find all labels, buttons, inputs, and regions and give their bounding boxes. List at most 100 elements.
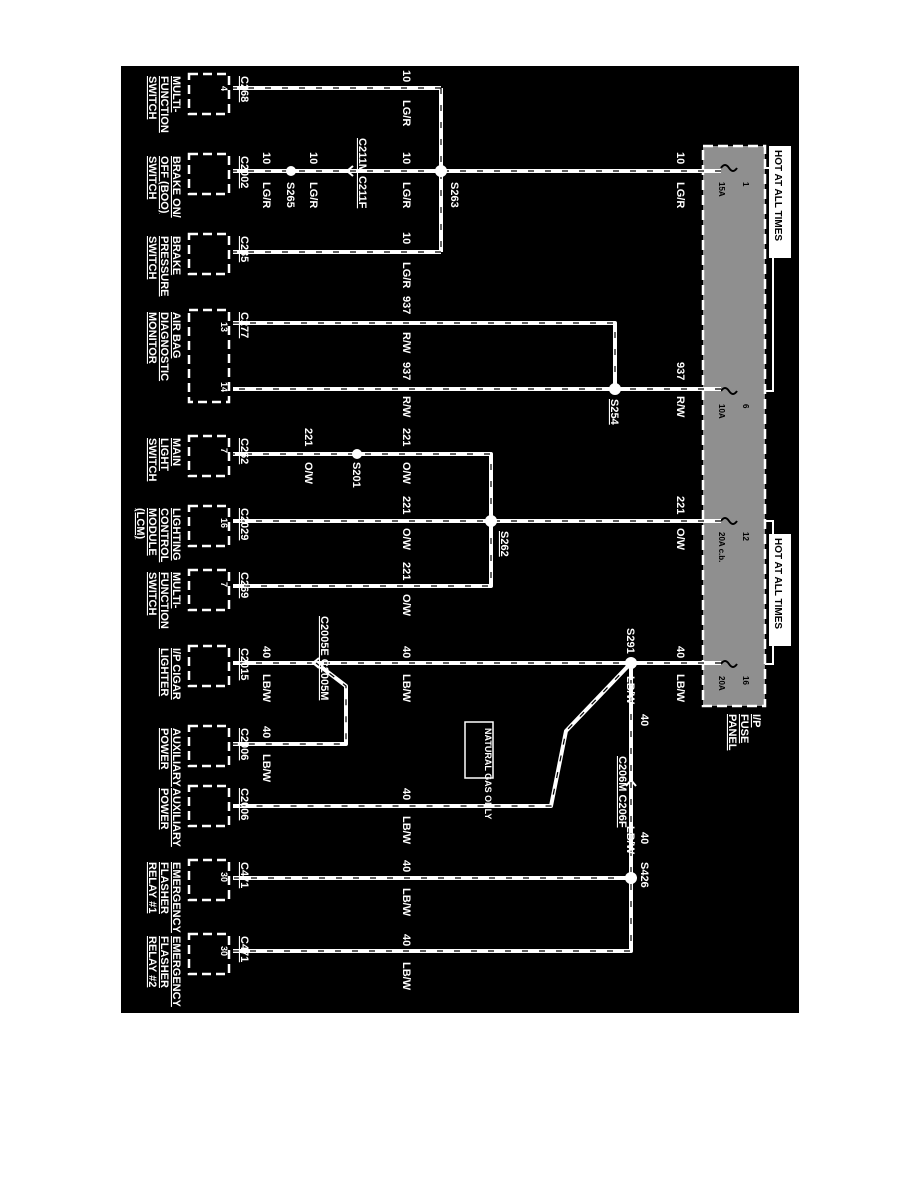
fuse-panel: 1 15A 6 10A 12 20A c.b. 16 20A HOT AT AL… [701,144,791,751]
wire-label-cig-color-b: LB/W [260,674,272,703]
component-name-abm-line3: MONITOR [146,312,158,364]
component-name-mls-line1: MAIN [170,438,182,466]
component-bps [187,232,231,276]
component-name-lcm-line1: LIGHTING [170,508,182,561]
component-name-aux2-line2: POWER [158,788,170,830]
wire-label-boo-color-c: LG/R [260,182,272,208]
component-box-boo [187,152,231,196]
wire-label-ef1-circuit: 40 [400,860,412,872]
wire-937-13 [233,321,617,389]
wire-label-f16-color: LB/W [674,674,686,703]
component-name-ef1-line1: EMERGENCY [170,862,182,934]
component-boo [187,152,231,196]
wire-label-f1-circuit: 10 [674,152,686,164]
wire-label-boo-circuit-b: 10 [307,152,319,164]
connector-c211-label: C211M C211F [356,138,368,209]
component-box-aux2 [187,784,231,828]
component-name-mfs2-line3: SWITCH [146,572,158,615]
component-name-cig-line1: I/P CIGAR [170,648,182,700]
natural-gas-only-text: NATURAL GAS ONLY [483,728,493,819]
fuse-6: 6 10A [717,387,750,419]
fuse-6-rating: 10A [717,404,726,419]
wire-label-bps-circuit: 10 [400,232,412,244]
component-name-abm-line1: AIR BAG [170,312,182,358]
component-name-bps-line3: SWITCH [146,236,158,279]
wires [233,86,721,953]
wire-40-aux2 [233,661,633,808]
component-lcm [187,504,231,548]
wire-label-lcm-circuit: 221 [400,496,412,514]
splice-s426-label: S426 [638,862,650,888]
wire-label-mls-color-a: O/W [400,462,412,485]
pin-label-lcm: 16 [219,518,229,528]
component-name-mfs1-line1: MULTI- [170,76,182,113]
wire-label-lcm-color: O/W [400,528,412,551]
wire-label-f16-circuit: 40 [674,646,686,658]
connector-label-mls: C262 [238,438,250,464]
component-box-ef2 [187,932,231,976]
wire-label-mls-color-b: O/W [302,462,314,485]
connector-label-aux2: C2006 [238,788,250,820]
component-name-mfs1-line3: SWITCH [146,76,158,119]
splice-s265-label: S265 [284,182,296,208]
component-name-mfs2-line1: MULTI- [170,572,182,609]
wire-label-cig-color-a: LB/W [400,674,412,703]
component-name-boo-line2: OFF (BOO) [158,156,170,214]
hot-at-all-times-box-a [769,146,791,258]
component-name-lcm-line4: (LCM) [134,508,146,539]
component-aux1 [187,724,231,768]
connector-label-ef2: C471 [238,936,250,962]
wire-label-bps-color: LG/R [400,262,412,288]
component-box-bps [187,232,231,276]
component-box-aux1 [187,724,231,768]
component-name-aux1-line2: POWER [158,728,170,770]
wire-label-mfs-color: LG/R [400,100,412,126]
fuse-1-rating: 15A [717,182,726,197]
splice-s254-label: S254 [608,399,620,426]
component-name-ef1-line2: FLASHER [158,862,170,914]
component-mfs2 [187,568,231,612]
splice-s254 [609,383,621,395]
connector-c2005-label: C2005E C2005M [318,616,330,700]
hot-at-all-times-box-b [769,534,791,646]
hot-at-all-times-label-a: HOT AT ALL TIMES [772,150,783,241]
component-box-mfs1 [187,72,231,116]
fuse-12-number: 12 [741,532,750,541]
wire-label-abm-circuit-14: 937 [400,362,412,380]
splice-s263-label: S263 [448,182,460,208]
pin2-label-abm: 14 [219,382,229,392]
pin-label-abm: 13 [219,322,229,332]
wire-40-ef-bus [233,663,633,953]
wire-label-ef1-color: LB/W [400,888,412,917]
component-name-lcm-line3: MODULE [146,508,158,556]
wiring-diagram: 1 15A 6 10A 12 20A c.b. 16 20A HOT AT AL… [121,66,799,1013]
splice-s291-label: S291 [624,628,636,654]
connector-label-boo: C2002 [238,156,250,188]
fuse-1-number: 1 [741,182,750,187]
wire-label-ef2-color: LB/W [400,962,412,991]
component-name-lcm-line2: CONTROL [158,508,170,563]
wire-label-branch-circuit-b: 40 [638,832,650,844]
connector-label-mfs1: C268 [238,76,250,102]
component-name-boo-line3: SWITCH [146,156,158,199]
wire-label-mfs2-color: O/W [400,594,412,617]
wire-label-f6-circuit: 937 [674,362,686,380]
wire-label-cig-circuit-b: 40 [260,646,272,658]
wire-label-ef2-circuit: 40 [400,934,412,946]
wire-label-mls-circuit-a: 221 [400,428,412,446]
wire-label-branch-color-b: LB/W [624,826,636,855]
fuse-panel-label-3: PANEL [726,714,738,751]
fuse-16-rating: 20A [717,676,726,691]
hot-at-all-times-label-b: HOT AT ALL TIMES [772,538,783,629]
component-name-cig-line2: LIGHTER [158,648,170,696]
splice-s262-label: S262 [498,531,510,557]
component-name-abm-line2: DIAGNOSTIC [158,312,170,381]
wiring-diagram-svg: 1 15A 6 10A 12 20A c.b. 16 20A HOT AT AL… [134,70,791,1008]
component-name-ef2-line3: RELAY #2 [146,936,158,987]
connector-label-cig: C2015 [238,648,250,680]
component-name-boo-line1: BRAKE ON/ [170,156,182,218]
component-box-cig [187,644,231,688]
wire-label-boo-color-b: LG/R [307,182,319,208]
component-name-ef1-line3: RELAY #1 [146,862,158,913]
component-box-lcm [187,504,231,548]
